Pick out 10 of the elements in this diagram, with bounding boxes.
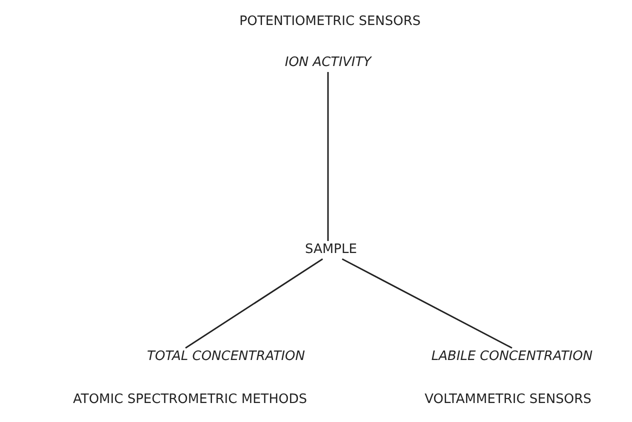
node-label: TOTAL CONCENTRATION: [145, 348, 307, 366]
connector-line: [342, 258, 512, 349]
connector-line: [327, 72, 329, 241]
node-label: SAMPLE: [303, 241, 359, 259]
node-label: ION ACTIVITY: [282, 54, 374, 72]
method-label: VOLTAMMETRIC SENSORS: [424, 392, 592, 408]
connector-line: [185, 258, 324, 349]
method-label: POTENTIOMETRIC SENSORS: [239, 14, 421, 30]
node-label: LABILE CONCENTRATION: [429, 348, 595, 366]
method-label: ATOMIC SPECTROMETRIC METHODS: [73, 392, 307, 408]
